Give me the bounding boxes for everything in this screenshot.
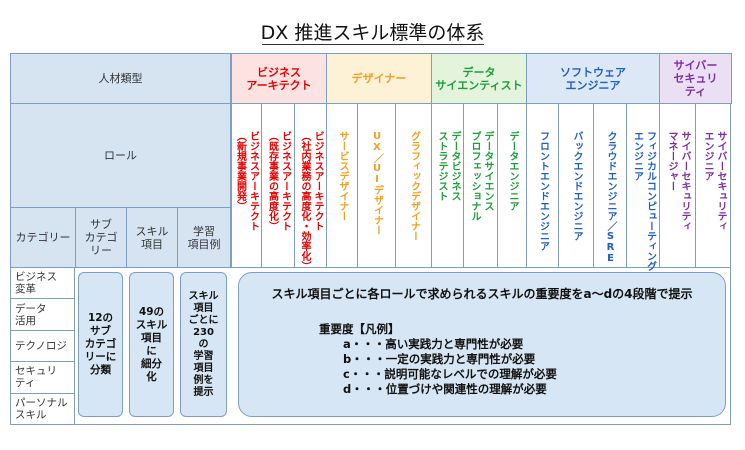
role-label: フロントエンドエンジニア	[537, 131, 549, 251]
category-label: パーソナル スキル	[15, 397, 68, 422]
role-group-header: ソフトウェア エンジニア	[526, 53, 660, 104]
role-label: （社内業務の高度化・効率化）	[299, 131, 310, 271]
role-column: フロントエンドエンジニア	[526, 103, 558, 268]
role-column: ビジネスアーキテクト（新規事業開発）	[231, 103, 261, 268]
role-label: プロフェッショナル	[469, 131, 480, 221]
role-group-header: サイバー セキュリ ティ	[659, 53, 732, 104]
category-item: セキュリ ティ	[11, 362, 75, 394]
role-column: サイバーセキュリティマネージャー	[659, 103, 695, 268]
role-label: マネージャー	[666, 131, 677, 191]
legend-item: b・・・一定の実践力と専門性が必要	[343, 352, 536, 366]
legend-item: a・・・高い実践力と専門性が必要	[343, 337, 524, 351]
page-title: DX 推進スキル標準の体系	[260, 22, 485, 44]
role-group-label: サイバー セキュリ ティ	[673, 59, 718, 98]
role-column: ビジネスアーキテクト（社内業務の高度化・効率化）	[294, 103, 326, 271]
role-label: （既存事業の高度化）	[266, 131, 278, 231]
role-label: エンジニア	[702, 131, 713, 181]
learning-item-header: 学習 項目例	[177, 207, 231, 268]
role-column: クラウドエンジニア／SRE	[593, 103, 626, 268]
role-column: ビジネスアーキテクト（既存事業の高度化）	[261, 103, 294, 268]
role-column: サイバーセキュリティエンジニア	[695, 103, 731, 268]
role-label: ストラテジスト	[436, 131, 447, 201]
category-header: カテゴリー	[10, 207, 76, 268]
role-column: データエンジニア	[497, 103, 526, 268]
skill-item-box-text: 49の スキル 項目 に 細分 化	[135, 305, 168, 383]
role-label: サイバーセキュリティ	[715, 131, 726, 231]
importance-summary-box: スキル項目ごとに各ロールで求められるスキルの重要度をa～dの4段階で提示 重要度…	[238, 272, 726, 417]
role-label: データビジネス	[449, 131, 460, 201]
sub-category-header: サブ カテゴ リー	[75, 207, 127, 268]
role-group-header: データ サイエンティスト	[431, 53, 527, 104]
jinzai-ruikei-header: 人材類型	[10, 53, 231, 104]
role-label: フィジカルコンピューティング	[644, 131, 656, 271]
role-group-header: ビジネス アーキテクト	[231, 53, 327, 104]
jinzai-ruikei-label: 人材類型	[98, 72, 143, 85]
skill-item-label: スキル 項目	[135, 224, 169, 251]
importance-headline: スキル項目ごとに各ロールで求められるスキルの重要度をa～dの4段階で提示	[271, 287, 693, 301]
role-label: ロール	[104, 149, 137, 162]
category-label: セキュリ ティ	[15, 365, 57, 390]
role-label: クラウドエンジニア／SRE	[605, 131, 616, 264]
category-label: カテゴリー	[15, 231, 71, 244]
role-label: エンジニア	[631, 131, 643, 181]
legend-item: c・・・説明可能なレベルでの理解が必要	[343, 367, 557, 381]
role-column: グラフィックデザイナー	[395, 103, 431, 268]
role-group-header: デザイナー	[326, 53, 432, 104]
category-item: パーソナル スキル	[11, 393, 75, 425]
learning-item-box-text: スキル 項目 ごとに 230 の 学習 項目 例を 提示	[188, 290, 219, 398]
role-label: UX／UIデザイナー	[371, 131, 383, 235]
sub-category-box: 12の サブ カテゴ リーに 分類	[78, 272, 123, 417]
roles-frame	[231, 103, 731, 268]
role-label: サービスデザイナー	[337, 131, 348, 221]
category-item: テクノロジ	[11, 330, 75, 363]
sub-category-box-text: 12の サブ カテゴ リーに 分類	[84, 312, 117, 376]
role-column: バックエンドエンジニア	[558, 103, 593, 268]
role-label: （新規事業開発）	[234, 131, 246, 211]
role-group-label: デザイナー	[351, 72, 407, 85]
role-group-label: ビジネス アーキテクト	[246, 65, 312, 92]
role-header: ロール	[10, 103, 231, 208]
role-label: バックエンドエンジニア	[571, 131, 582, 241]
role-column: データビジネスストラテジスト	[431, 103, 463, 268]
role-column: フィジカルコンピューティングエンジニア	[626, 103, 659, 271]
role-label: データサイエンス	[482, 131, 493, 211]
title-underline	[262, 44, 484, 45]
bottom-grid	[10, 267, 731, 425]
category-label: ビジネス 変革	[15, 271, 57, 296]
role-label: ビジネスアーキテクト	[312, 131, 323, 231]
role-column: データサイエンスプロフェッショナル	[463, 103, 497, 268]
category-label: データ 活用	[15, 302, 47, 327]
category-item: データ 活用	[11, 299, 75, 331]
legend-item: d・・・位置づけや関連性の理解が必要	[343, 382, 547, 396]
skill-item-header: スキル 項目	[126, 207, 178, 268]
sub-category-label: サブ カテゴ リー	[84, 218, 118, 257]
role-label: グラフィックデザイナー	[408, 131, 420, 241]
learning-item-box: スキル 項目 ごとに 230 の 学習 項目 例を 提示	[180, 272, 227, 417]
skill-item-box: 49の スキル 項目 に 細分 化	[129, 272, 174, 417]
role-column: サービスデザイナー	[326, 103, 357, 268]
role-group-label: ソフトウェア エンジニア	[560, 65, 626, 92]
category-item: ビジネス 変革	[11, 268, 75, 300]
role-label: ビジネスアーキテクト	[279, 131, 291, 231]
legend-title: 重要度【凡例】	[319, 322, 400, 336]
learning-item-label: 学習 項目例	[187, 224, 221, 251]
role-label: サイバーセキュリティ	[679, 131, 690, 231]
role-label: ビジネスアーキテクト	[247, 131, 259, 231]
category-label: テクノロジ	[15, 339, 67, 352]
role-group-label: データ サイエンティスト	[435, 65, 523, 92]
role-column: UX／UIデザイナー	[357, 103, 395, 268]
role-label: データエンジニア	[507, 131, 518, 211]
